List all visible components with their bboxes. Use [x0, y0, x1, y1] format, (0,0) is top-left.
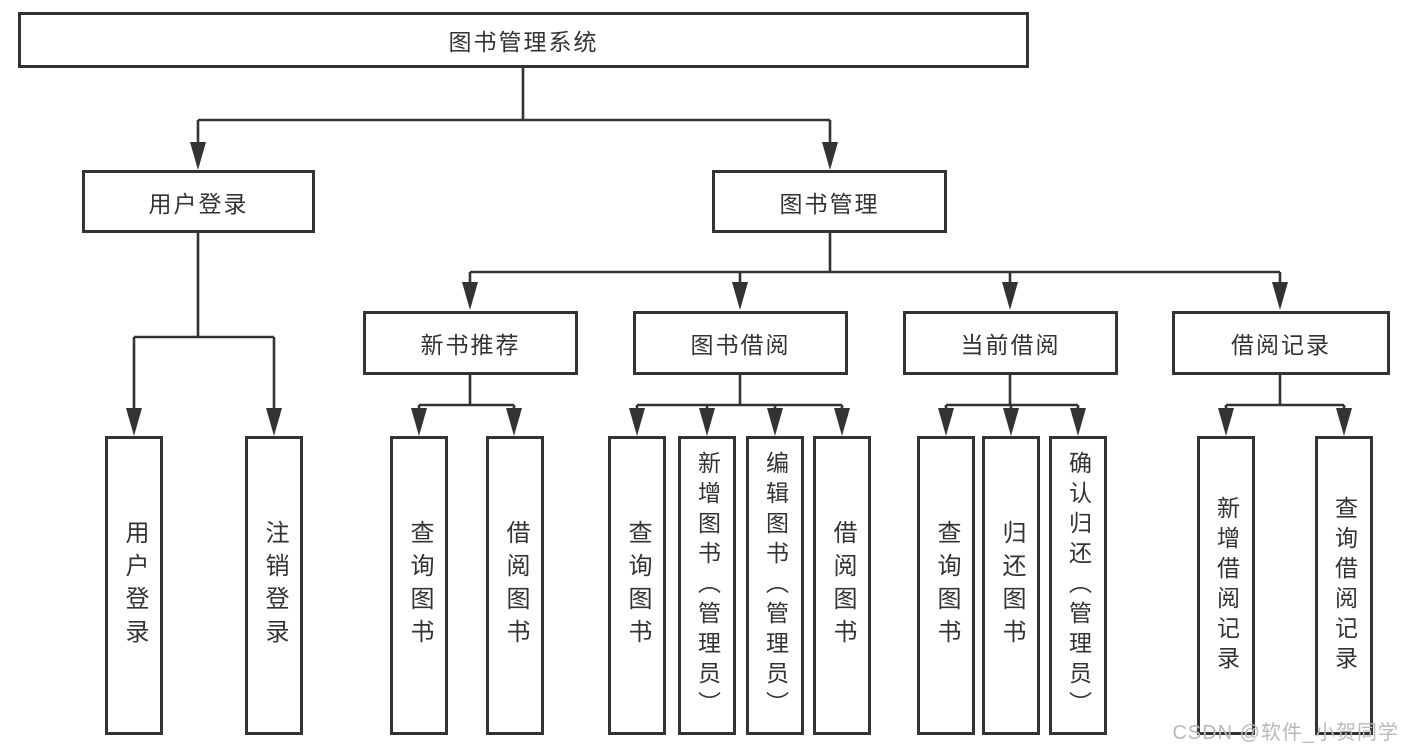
arrowhead — [629, 408, 645, 436]
arrowhead — [1003, 408, 1019, 436]
node-label: 图书管理 — [779, 190, 880, 217]
arrowhead — [699, 408, 715, 436]
arrowhead — [1336, 408, 1352, 436]
node-label: 图书管理系统 — [448, 29, 599, 55]
arrowhead — [834, 408, 850, 436]
leaf-return-books: 归还图书 — [982, 436, 1040, 735]
leaf-logout: 注销登录 — [245, 436, 303, 735]
node-book-borrowing: 图书借阅 — [633, 311, 848, 375]
leaf-borrow-books: 借阅图书 — [813, 436, 871, 735]
leaf-add-borrow-record: 新增借阅记录 — [1197, 436, 1255, 735]
connector-books-to-level3 — [468, 233, 1282, 288]
node-label: 借阅记录 — [1231, 332, 1331, 358]
node-label: 图书借阅 — [690, 332, 791, 358]
arrowhead — [411, 408, 427, 436]
leaf-label: 查询图书 — [406, 519, 433, 652]
leaf-edit-books-admin: 编辑图书（管理员） — [746, 436, 804, 735]
arrowhead — [1070, 408, 1086, 436]
leaf-label: 新增借阅记录 — [1213, 495, 1240, 676]
leaf-label: 注销登录 — [261, 519, 288, 652]
connector-login-to-leaves — [132, 233, 276, 414]
arrowhead — [1272, 282, 1288, 310]
leaf-query-books: 查询图书 — [917, 436, 975, 735]
arrowhead — [190, 142, 206, 170]
leaf-confirm-return-admin: 确认归还（管理员） — [1049, 436, 1107, 735]
arrowhead — [462, 282, 478, 310]
leaf-label: 借阅图书 — [829, 519, 856, 652]
node-label: 新书推荐 — [420, 332, 521, 358]
leaf-label: 查询图书 — [624, 519, 651, 652]
leaf-query-books: 查询图书 — [608, 436, 666, 735]
arrowhead — [732, 282, 748, 310]
node-borrowing-records: 借阅记录 — [1172, 311, 1390, 375]
node-new-book-recommend: 新书推荐 — [363, 311, 578, 375]
leaf-borrow-books: 借阅图书 — [486, 436, 544, 735]
leaf-add-books-admin: 新增图书（管理员） — [678, 436, 736, 735]
leaf-label: 归还图书 — [998, 519, 1025, 652]
leaf-label: 查询借阅记录 — [1331, 495, 1358, 676]
node-book-management: 图书管理 — [712, 170, 947, 233]
node-label: 用户登录 — [148, 190, 249, 217]
arrowhead — [767, 408, 783, 436]
csdn-watermark: CSDN @软件_小贺同学 — [1172, 722, 1399, 744]
arrowhead — [266, 408, 282, 436]
node-label: 当前借阅 — [960, 332, 1061, 358]
leaf-label: 查询图书 — [933, 519, 960, 652]
leaf-label: 新增图书（管理员） — [694, 450, 721, 721]
connector-level3-stems — [468, 375, 1282, 405]
connector-root-to-level2 — [196, 68, 832, 148]
leaf-query-borrow-record: 查询借阅记录 — [1315, 436, 1373, 735]
leaf-user-login: 用户登录 — [105, 436, 163, 735]
arrowhead — [822, 142, 838, 170]
arrowhead — [1218, 408, 1234, 436]
arrowhead — [938, 408, 954, 436]
node-user-login: 用户登录 — [82, 170, 315, 233]
node-current-borrowing: 当前借阅 — [903, 311, 1118, 375]
arrowhead — [506, 408, 522, 436]
leaf-query-books: 查询图书 — [390, 436, 448, 735]
arrowhead — [1002, 282, 1018, 310]
leaf-label: 编辑图书（管理员） — [762, 450, 789, 721]
arrowhead — [126, 408, 142, 436]
node-library-management-system: 图书管理系统 — [18, 12, 1029, 68]
leaf-label: 确认归还（管理员） — [1065, 450, 1092, 721]
leaf-label: 用户登录 — [121, 519, 148, 652]
connector-leaf-branches — [417, 403, 1346, 414]
leaf-label: 借阅图书 — [502, 519, 529, 652]
